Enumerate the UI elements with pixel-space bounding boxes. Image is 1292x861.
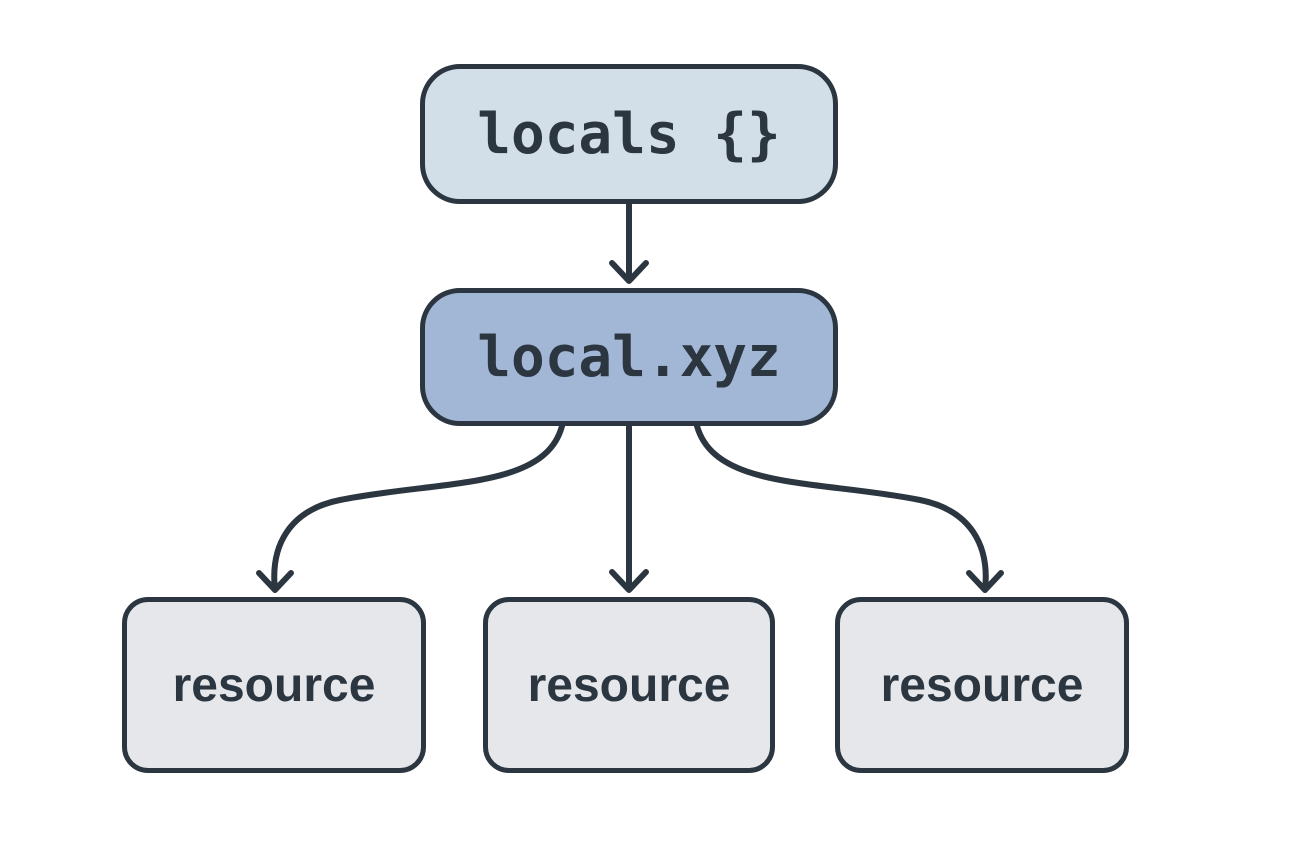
arrow-top-to-middle — [609, 201, 649, 284]
arrow-middle-to-right — [694, 423, 1004, 593]
resource-label: resource — [527, 658, 731, 712]
resource-node-3: resource — [835, 597, 1129, 773]
arrow-middle-to-left — [256, 423, 565, 593]
resource-label: resource — [172, 658, 376, 712]
locals-label: locals {} — [477, 101, 781, 167]
arrow-middle-to-center — [609, 423, 649, 593]
resource-node-1: resource — [122, 597, 426, 773]
resource-node-2: resource — [483, 597, 775, 773]
resource-label: resource — [880, 658, 1084, 712]
locals-block-node: locals {} — [420, 64, 838, 204]
local-xyz-label: local.xyz — [477, 324, 781, 390]
local-value-node: local.xyz — [420, 288, 838, 426]
